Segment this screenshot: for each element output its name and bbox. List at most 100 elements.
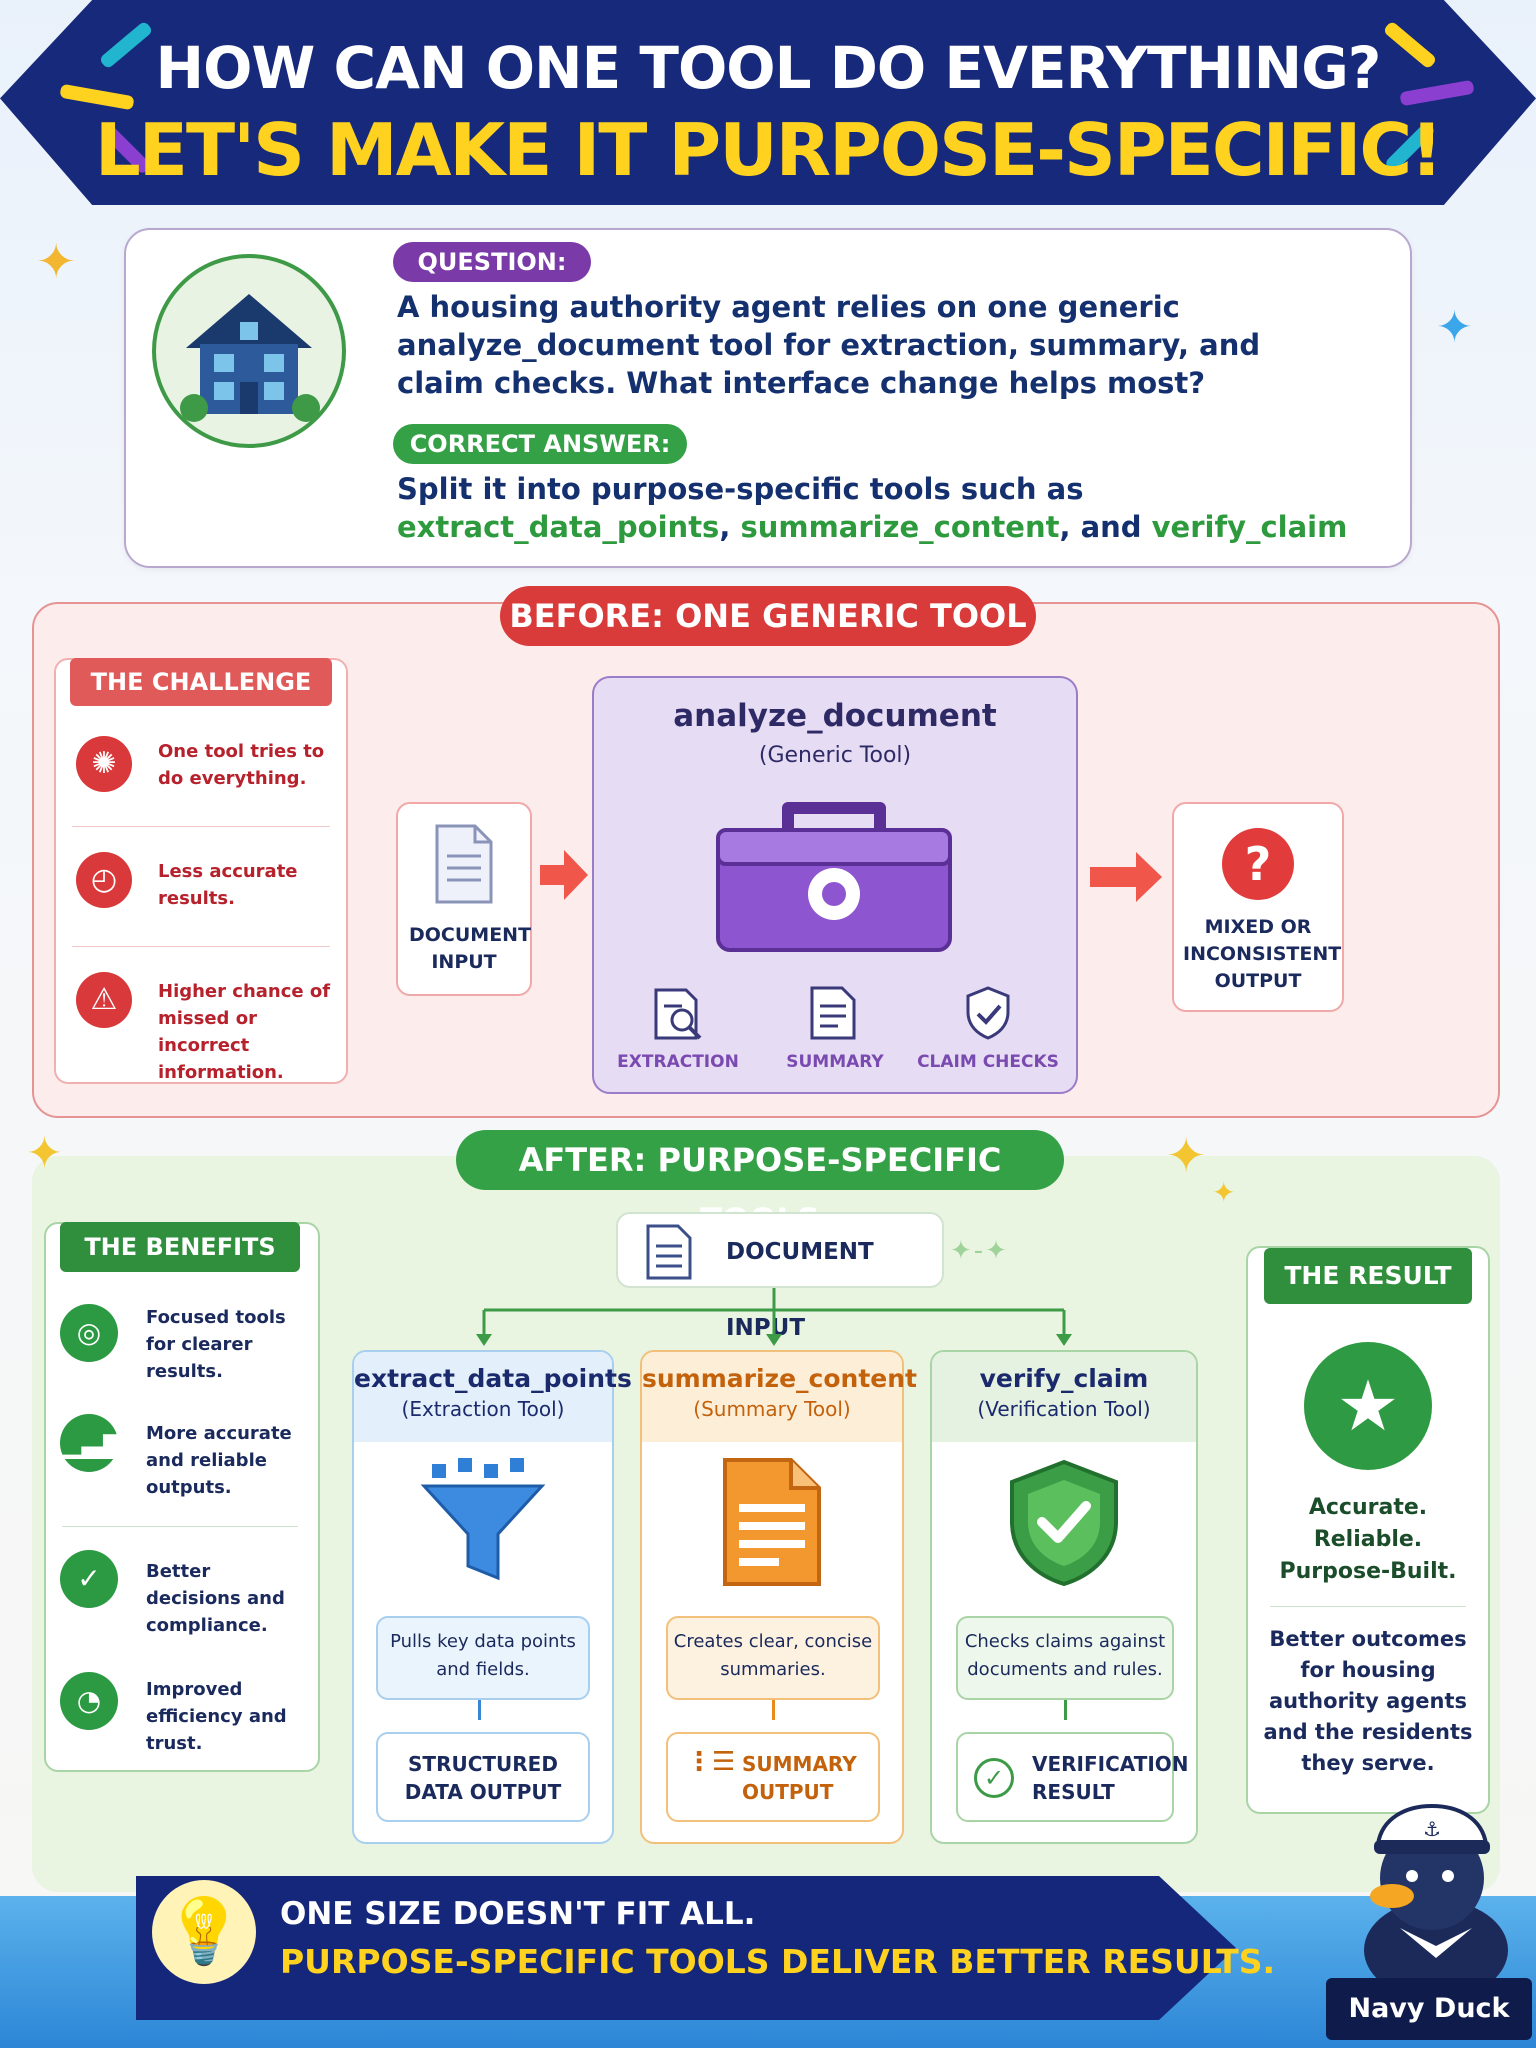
chart-icon: ▁▃▆: [60, 1414, 125, 1472]
clock-icon: ◴: [76, 852, 132, 908]
tool-name: extract_data_points: [354, 1364, 632, 1393]
header-title-line1: HOW CAN ONE TOOL DO EVERYTHING?: [155, 34, 1382, 102]
before-document-input: DOCUMENT INPUT: [396, 802, 532, 996]
summary-document-icon: [723, 1458, 821, 1586]
extraction-icon: [654, 988, 702, 1040]
toolbox-icon: [716, 802, 952, 952]
footer-line2: PURPOSE-SPECIFIC TOOLS DELIVER BETTER RE…: [280, 1942, 1276, 1981]
sparkle-icon: ✦: [36, 234, 77, 290]
star-icon: ★: [1304, 1342, 1432, 1470]
tool-name: verify_claim: [979, 1364, 1149, 1393]
sparkle-icon: ✦-✦: [950, 1236, 1009, 1266]
tangled-icon: ✺: [76, 736, 132, 792]
tool-description: Creates clear, concise summaries.: [666, 1616, 880, 1700]
arrow-down-icon: [478, 1700, 481, 1720]
doc-input-label: DOCUMENT INPUT: [726, 1239, 874, 1341]
subtool-label-claim-checks: CLAIM CHECKS: [917, 1052, 1059, 1072]
sparkle-icon: ✦: [1212, 1176, 1236, 1209]
connector-lines: [476, 1288, 1072, 1346]
target-icon: ◎: [60, 1304, 118, 1362]
answer-tool-2: summarize_content: [740, 510, 1060, 544]
document-icon: [646, 1224, 692, 1280]
subtool-label-extraction: EXTRACTION: [617, 1052, 739, 1072]
mixed-output-label: MIXED OR INCONSISTENT OUTPUT: [1183, 916, 1342, 992]
answer-label: CORRECT ANSWER:: [393, 424, 687, 464]
question-card: [124, 228, 1412, 568]
result-text: Better outcomes for housing authority ag…: [1263, 1627, 1473, 1775]
benefit-item: More accurate and reliable outputs.: [146, 1423, 292, 1498]
benefit-item: Focused tools for clearer results.: [146, 1307, 286, 1382]
tool-output-label: SUMMARY OUTPUT: [742, 1752, 857, 1804]
speedometer-icon: ◔: [60, 1672, 118, 1730]
shield-check-icon: [1010, 1459, 1118, 1587]
navy-duck-badge: Navy Duck: [1326, 1978, 1532, 2040]
duck-mascot-icon: ⚓: [1364, 1803, 1508, 1990]
question-label: QUESTION:: [393, 242, 591, 282]
benefits-title: THE BENEFITS: [60, 1222, 300, 1272]
house-icon: [152, 254, 346, 448]
lightbulb-icon: 💡: [152, 1880, 256, 1984]
arrow-down-icon: [772, 1700, 775, 1720]
tool-description: Pulls key data points and fields.: [376, 1616, 590, 1700]
before-title: BEFORE: ONE GENERIC TOOL: [500, 586, 1036, 646]
tool-description: Checks claims against documents and rule…: [956, 1616, 1174, 1700]
shield-check-icon: [966, 986, 1010, 1040]
answer-tool-3: verify_claim: [1151, 510, 1348, 544]
check-circle-icon: ✓: [974, 1758, 1014, 1798]
result-panel: [1246, 1246, 1490, 1814]
sparkle-icon: ✦: [26, 1128, 63, 1179]
result-tagline: Accurate. Reliable. Purpose-Built.: [1279, 1495, 1457, 1584]
generic-tool-subtitle: (Generic Tool): [758, 743, 912, 768]
tool-column-verify: verify_claim (Verification Tool) Checks …: [930, 1350, 1198, 1844]
arrow-down-icon: [1064, 1700, 1067, 1720]
answer-tool-1: extract_data_points: [397, 510, 720, 544]
mixed-output-box: ? MIXED OR INCONSISTENT OUTPUT: [1172, 802, 1344, 1012]
subtool-label-summary: SUMMARY: [786, 1052, 884, 1072]
doc-input-label: DOCUMENT INPUT: [409, 924, 532, 973]
answer-prefix: Split it into purpose-specific tools suc…: [397, 472, 1084, 506]
answer-separator: , and: [1059, 510, 1152, 544]
footer-banner: [136, 1876, 1236, 2020]
tool-header: summarize_content (Summary Tool): [642, 1352, 917, 1442]
sparkle-icon: ✦: [1166, 1128, 1207, 1184]
result-title: THE RESULT: [1264, 1248, 1472, 1304]
list-icon: ⋮☰: [686, 1747, 736, 1777]
generic-tool-name: analyze_document: [673, 698, 997, 734]
header-title-line2: LET'S MAKE IT PURPOSE-SPECIFIC!: [94, 108, 1443, 192]
question-mark-icon: ?: [1222, 828, 1294, 900]
tool-output: ⋮☰ SUMMARY OUTPUT: [666, 1732, 880, 1822]
arrow-right-icon: [540, 850, 588, 900]
challenge-item: Higher chance of missed or incorrect inf…: [158, 981, 331, 1083]
tool-subtitle: (Extraction Tool): [401, 1397, 565, 1421]
shield-check-icon: ✓: [60, 1550, 118, 1608]
answer-text: Split it into purpose-specific tools suc…: [397, 470, 1397, 546]
divider: [72, 826, 330, 827]
tool-subtitle: (Verification Tool): [977, 1397, 1151, 1421]
challenge-item: Less accurate results.: [158, 861, 298, 909]
tool-name: summarize_content: [642, 1364, 917, 1393]
tool-output-label: VERIFICATION RESULT: [1032, 1752, 1189, 1804]
divider: [1270, 1606, 1466, 1607]
benefit-item: Improved efficiency and trust.: [146, 1679, 287, 1754]
tool-column-summarize: summarize_content (Summary Tool) Creates…: [640, 1350, 917, 1844]
tool-output: STRUCTURED DATA OUTPUT: [376, 1732, 590, 1822]
challenge-item: One tool tries to do everything.: [158, 741, 325, 789]
footer-line1: ONE SIZE DOESN'T FIT ALL.: [280, 1896, 756, 1932]
after-title: AFTER: PURPOSE-SPECIFIC TOOLS: [456, 1130, 1064, 1239]
tool-column-extract: extract_data_points (Extraction Tool) Pu…: [352, 1350, 632, 1844]
funnel-icon: [420, 1458, 546, 1581]
document-icon: [435, 824, 493, 904]
after-document-input: DOCUMENT INPUT: [616, 1212, 944, 1341]
answer-separator: ,: [719, 510, 741, 544]
tool-header: extract_data_points (Extraction Tool): [354, 1352, 632, 1442]
divider: [72, 946, 330, 947]
challenge-title: THE CHALLENGE: [70, 658, 332, 706]
tool-header: verify_claim (Verification Tool): [932, 1352, 1196, 1442]
tool-output: ✓ VERIFICATION RESULT: [956, 1732, 1189, 1822]
summary-icon: [810, 986, 856, 1040]
header-banner: [0, 0, 1536, 205]
warning-icon: ⚠: [76, 972, 132, 1028]
question-text: A housing authority agent relies on one …: [397, 290, 1261, 400]
arrow-right-icon: [1090, 852, 1162, 902]
sparkle-icon: ✦: [1436, 302, 1473, 353]
